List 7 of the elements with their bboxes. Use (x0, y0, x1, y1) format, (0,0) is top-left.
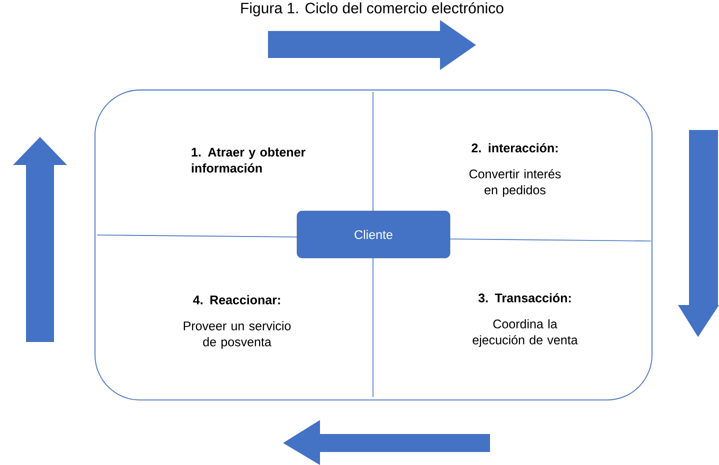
center-box: Cliente (296, 210, 450, 258)
cycle-box (94, 90, 652, 400)
figure-title: Figura 1. Ciclo del comercio electrónico (241, 2, 504, 16)
quadrant-text: 3. Transacción: Coordina la ejecución de venta (472, 293, 578, 347)
quadrant-text: 1. Atraer y obtener información (192, 147, 306, 173)
quadrant-text: 4. Reaccionar: Proveer un servicio de posventa (184, 295, 291, 349)
quadrant-text: 2. interacción: Convertir interés en pedidos (469, 143, 561, 197)
